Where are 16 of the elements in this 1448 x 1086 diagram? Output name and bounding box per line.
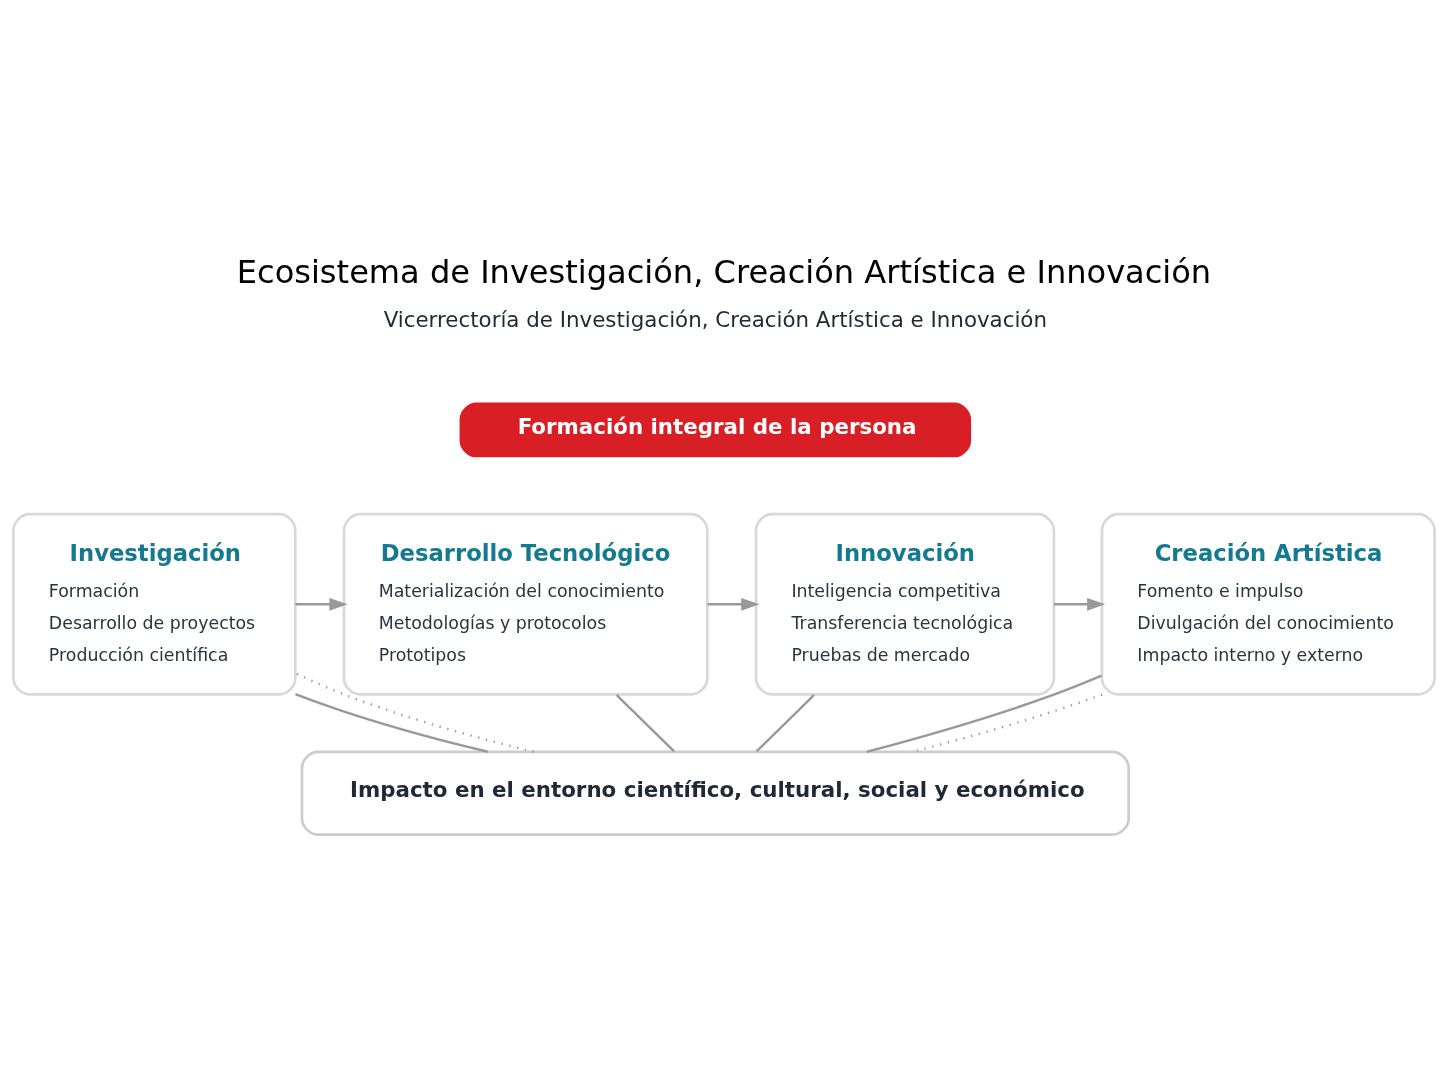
label: Vicerrectoría de Investigación, Creación Artística e Innovación: [383, 306, 1047, 332]
node-box: Formación integral de la persona: [459, 402, 972, 457]
connector: [294, 692, 489, 753]
arrow: [295, 597, 348, 611]
connector: [294, 671, 534, 753]
connector: [866, 674, 1102, 753]
node-box: Creación Artística Fomento e impulso Divulgación del conocimiento Impacto interno y externo: [1100, 512, 1436, 696]
diagram-title: Ecosistema de Investigación, Creación Artística e Innovación: [236, 252, 1212, 291]
node-box: Impacto en el entorno científico, cultural, social y económico: [300, 750, 1130, 836]
node-box: Desarrollo Tecnológico Materialización del conocimiento Metodologías y protocolos Prototipos: [342, 512, 709, 696]
arrow: [1053, 597, 1106, 611]
arrow: [707, 597, 760, 611]
node-box: Investigación Formación Desarrollo de proyectos Producción científica: [12, 512, 297, 696]
connector: [615, 693, 675, 752]
node-box: Innovación Inteligencia competitiva Transferencia tecnológica Pruebas de mercado: [754, 512, 1056, 696]
connector: [755, 693, 815, 752]
